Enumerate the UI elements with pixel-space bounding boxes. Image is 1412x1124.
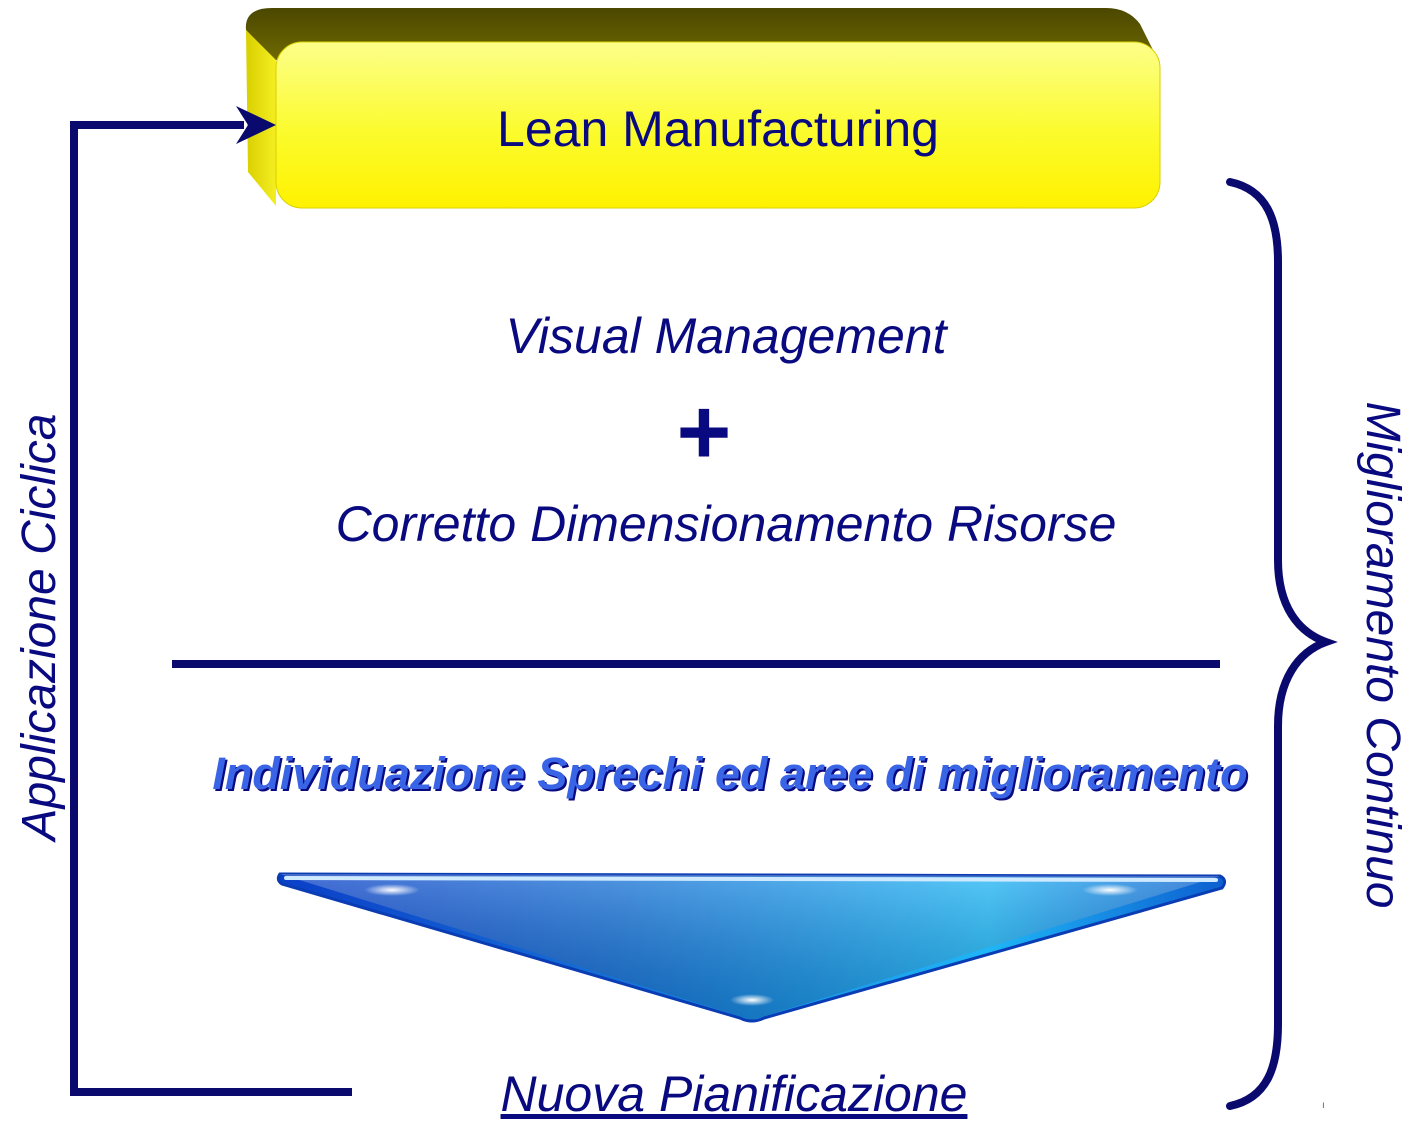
glow-bottom: [730, 994, 774, 1006]
glow-left: [364, 884, 420, 896]
input-resource-sizing: Corretto Dimensionamento Risorse: [335, 496, 1117, 552]
down-triangle-arrow: [276, 872, 1227, 1023]
output-new-planning: Nuova Pianificazione: [500, 1066, 968, 1122]
triangle-shade: [280, 874, 1220, 1020]
result-waste-identification: Individuazione Sprechi ed aree di miglio…: [212, 748, 1248, 799]
footnote-mark: ı: [1322, 1100, 1325, 1111]
triangle-highlight-edge: [284, 876, 1218, 882]
cyclic-application-label: Applicazione Ciclica: [13, 413, 66, 841]
cyclic-loop-connector: [70, 106, 352, 1096]
loop-arrowhead: [236, 106, 276, 144]
title-box-label: Lean Manufacturing: [497, 101, 939, 157]
right-curly-brace: [1226, 178, 1338, 1110]
input-visual-management: Visual Management: [505, 308, 947, 364]
continuous-improvement-label: Miglioramento Continuo: [1356, 401, 1409, 909]
loop-line: [70, 121, 352, 1096]
glow-right: [1082, 884, 1138, 896]
plus-operator: +: [676, 379, 732, 484]
